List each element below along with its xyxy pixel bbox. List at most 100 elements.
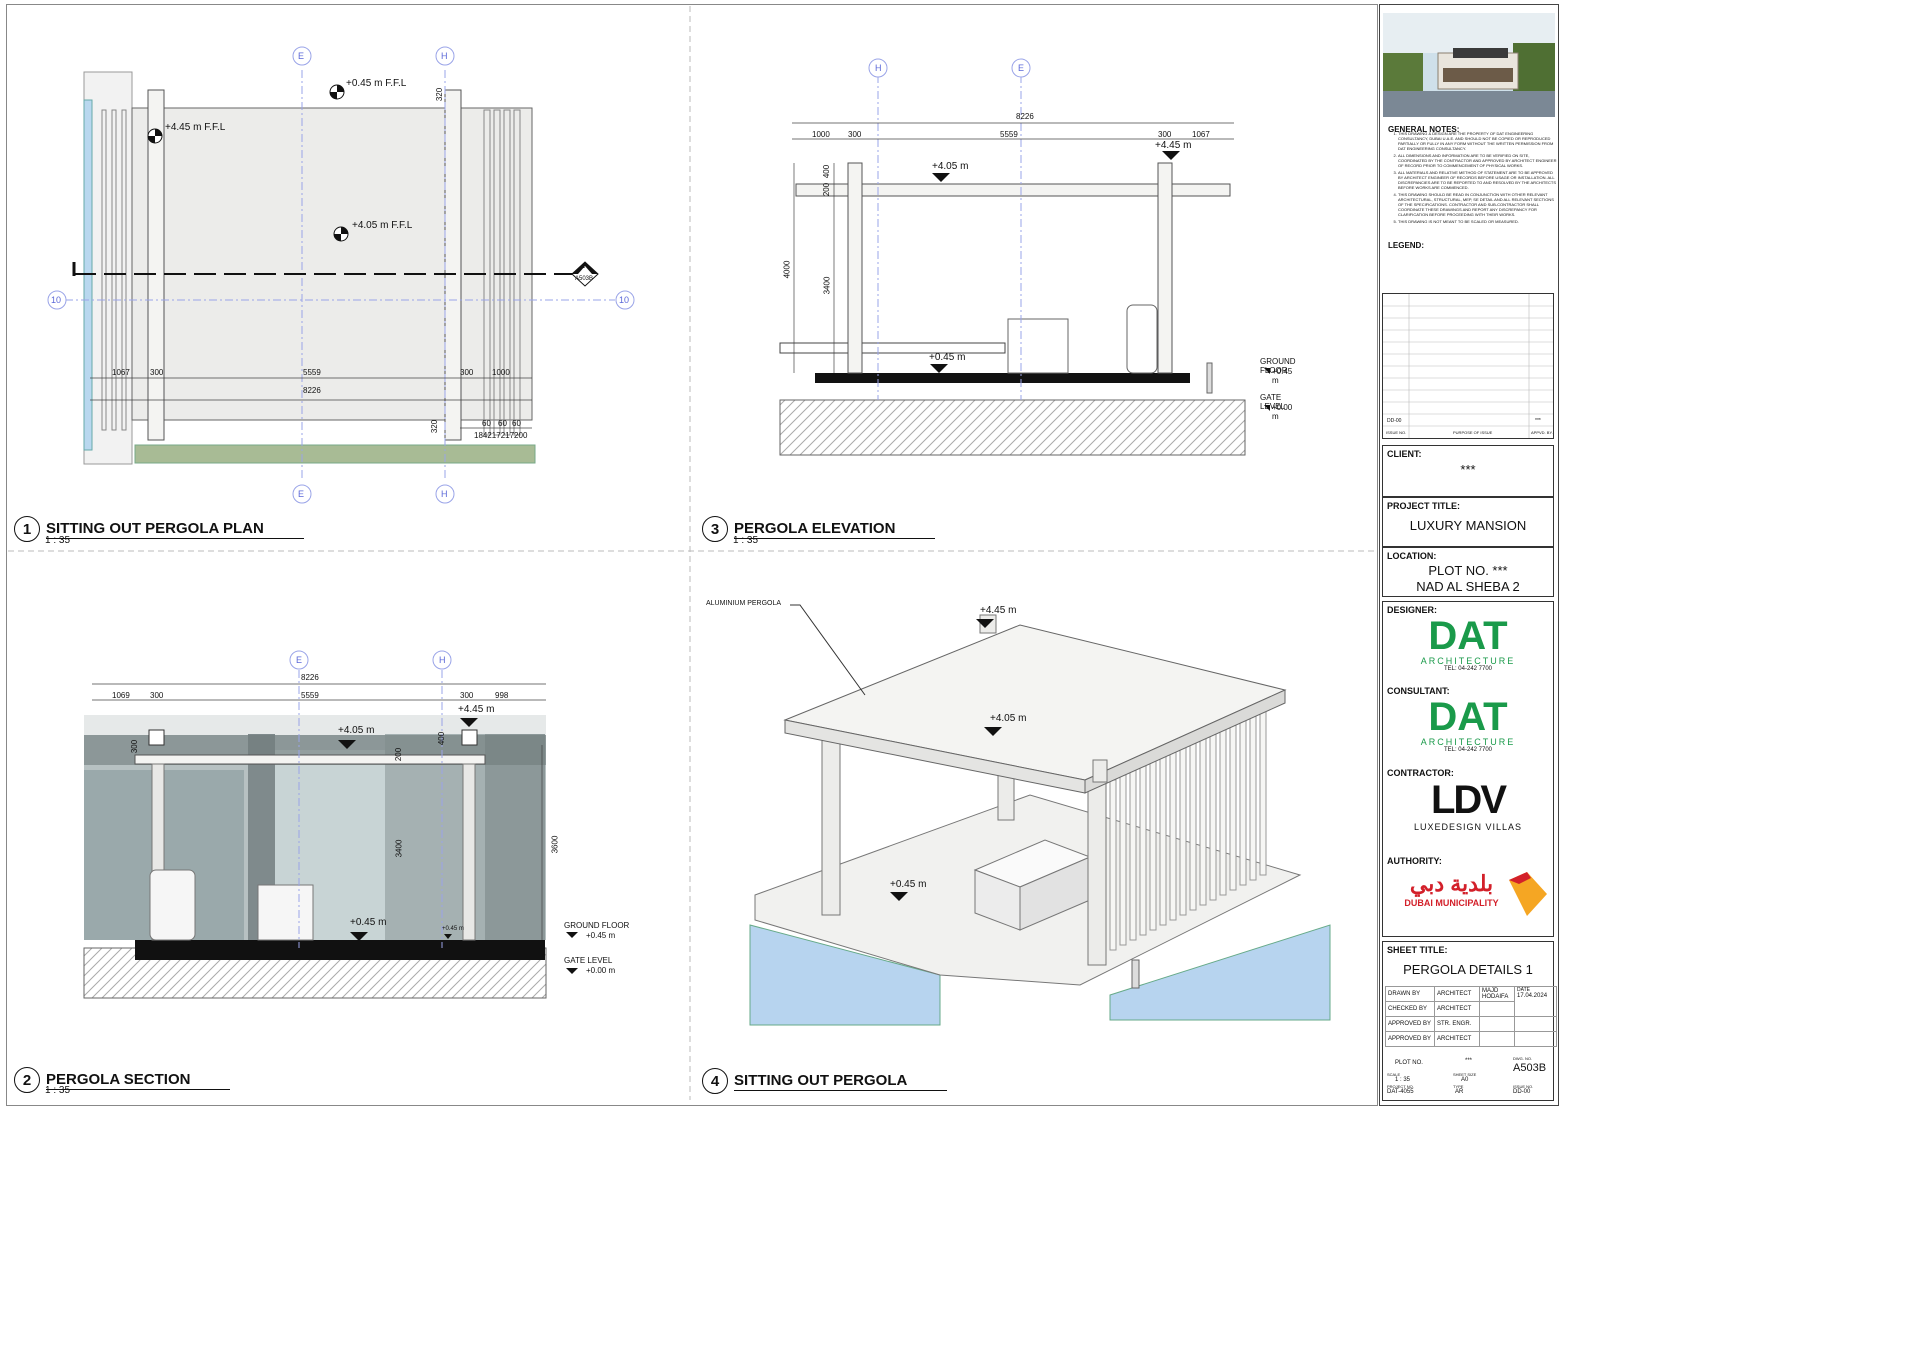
title-block: GENERAL NOTES: THIS DRAWING & DESIGN ARE… xyxy=(1379,4,1559,1106)
sheet-size-label: SHEET SIZE xyxy=(1453,1072,1477,1077)
sheet-dividers xyxy=(8,6,1374,1100)
sheet-title-value: PERGOLA DETAILS 1 xyxy=(1403,962,1533,977)
plan-grid-label: E xyxy=(298,51,305,61)
section-dim: 200 xyxy=(394,747,404,762)
location-line-1: PLOT NO. *** xyxy=(1428,563,1508,578)
plan-grid-bubble xyxy=(47,46,635,504)
section-dim: 300 xyxy=(130,739,140,754)
view-scale: 1 : 35 xyxy=(733,535,759,546)
plan-dim: 320 xyxy=(430,419,440,434)
view-number: 1 xyxy=(14,516,40,542)
plan-dim: 8226 xyxy=(303,386,321,395)
section-bench xyxy=(257,884,314,941)
plan-grid-label: E xyxy=(298,489,305,499)
plan-dim: 320 xyxy=(435,87,445,102)
section-dim: 3400 xyxy=(394,839,404,858)
view-title-2: 2 PERGOLA SECTION xyxy=(14,1067,231,1093)
axon-pool-left xyxy=(749,924,941,1026)
section-drawing xyxy=(83,650,578,999)
general-note: THIS DRAWING SHOULD BE READ IN CONJUNCTI… xyxy=(1398,192,1558,217)
view-name: SITTING OUT PERGOLA PLAN xyxy=(46,520,304,539)
axon-pool-right xyxy=(1109,924,1331,1021)
authority-label: AUTHORITY: xyxy=(1387,856,1442,866)
section-ground-floor: GROUND FLOOR xyxy=(564,921,630,930)
plan-dim: 5559 xyxy=(303,368,321,377)
sheet-info-box: SHEET TITLE: PERGOLA DETAILS 1 DRAWN BY … xyxy=(1382,941,1557,1101)
plan-deck xyxy=(131,107,533,421)
section-dim: 300 xyxy=(460,691,474,700)
section-level-label: +0.45 m xyxy=(350,917,387,928)
elevation-chair xyxy=(1126,304,1158,374)
contractor-label: CONTRACTOR: xyxy=(1387,768,1454,778)
designer-logo: DAT ARCHITECTURE TEL: 04-242 7700 xyxy=(1383,616,1553,672)
location-line-2: NAD AL SHEBA 2 xyxy=(1416,579,1520,594)
plan-dim: 60 xyxy=(482,419,491,428)
location-label: LOCATION: xyxy=(1387,551,1437,561)
elevation-dim: 300 xyxy=(848,130,862,139)
elevation-dim: 8226 xyxy=(1016,112,1034,121)
view-title-1: 1 SITTING OUT PERGOLA PLAN xyxy=(14,516,304,542)
axon-level-label: +4.05 m xyxy=(990,713,1027,724)
scale-label: SCALE xyxy=(1387,1072,1401,1077)
elevation-grid-label: H xyxy=(875,63,882,73)
plan-dim: 1000 xyxy=(492,368,510,377)
axon-labels: ALUMINIUM PERGOLA +4.45 m +4.05 m +0.45 … xyxy=(700,595,1340,1035)
drawing-frame xyxy=(6,4,1378,1106)
sig-who: ARCHITECT xyxy=(1434,1031,1480,1047)
elevation-dim: 1067 xyxy=(1192,130,1210,139)
parties-box: DESIGNER: DAT ARCHITECTURE TEL: 04-242 7… xyxy=(1382,601,1554,937)
view-number: 3 xyxy=(702,516,728,542)
general-note: THIS DRAWING IS NOT MEANT TO BE SCALED O… xyxy=(1398,219,1558,224)
ldv-logo-text: LDV xyxy=(1431,778,1507,822)
client-value: *** xyxy=(1460,462,1476,477)
section-grid-label: H xyxy=(439,655,446,665)
elevation-dim: 400 xyxy=(822,164,832,179)
elevation-level-triangle xyxy=(930,151,1270,411)
elevation-deck-slab xyxy=(815,373,1190,383)
date-label: DATE xyxy=(1517,987,1530,993)
section-grid-bubble xyxy=(289,650,452,670)
plan-section-tag-num: 2 xyxy=(582,264,586,270)
sig-who: STR. ENGR. xyxy=(1434,1016,1480,1032)
sig-name xyxy=(1479,1016,1515,1032)
section-dimensions xyxy=(92,683,546,940)
section-level-label: +4.45 m xyxy=(458,704,495,715)
sheet-size-value: A0 xyxy=(1461,1077,1469,1083)
section-level-label: +4.05 m xyxy=(338,725,375,736)
plan-grid-label: 10 xyxy=(51,295,62,305)
plan-section-tag-sheet: A503B xyxy=(575,276,594,282)
elevation-dim: 3400 xyxy=(822,276,832,295)
sig-role: APPROVED BY xyxy=(1385,1016,1435,1032)
project-render-image xyxy=(1383,13,1555,117)
legend-title: LEGEND: xyxy=(1388,241,1424,250)
sig-role: DRAWN BY xyxy=(1385,986,1435,1002)
elevation-dim: 4000 xyxy=(782,260,792,279)
elevation-bollard xyxy=(1206,362,1213,394)
view-number: 2 xyxy=(14,1067,40,1093)
project-value: LUXURY MANSION xyxy=(1409,518,1527,533)
section-beam xyxy=(134,754,486,765)
dat-tel: TEL: 04-242 7700 xyxy=(1443,666,1493,672)
plan-dim: 1067 xyxy=(112,368,130,377)
client-box: CLIENT: *** xyxy=(1382,445,1554,497)
elevation-grid-bubble xyxy=(868,58,1031,78)
project-label: PROJECT TITLE: xyxy=(1387,501,1461,511)
type-label: TYPE xyxy=(1453,1084,1464,1089)
section-post-right xyxy=(462,763,476,941)
scale-value: 1 : 35 xyxy=(1395,1077,1411,1083)
plan-louvres xyxy=(101,109,521,436)
elevation-post-left xyxy=(847,162,863,374)
elevation-dimensions xyxy=(792,122,1234,373)
plan-beam-left xyxy=(147,89,165,441)
section-gate-level: GATE LEVEL xyxy=(564,956,613,965)
elevation-gate-level: GATE LEVEL xyxy=(1260,393,1285,411)
signature-table: DRAWN BY ARCHITECT MAJD HODAIFA DATE 17.… xyxy=(1385,986,1557,1047)
plan-level-label: +4.05 m F.F.L xyxy=(352,220,413,231)
issue-header: PURPOSE OF ISSUE xyxy=(1453,430,1493,435)
general-notes-title: GENERAL NOTES: xyxy=(1388,125,1460,134)
general-note: ALL MATERIALS AND RELATIVE METHOD OF STA… xyxy=(1398,170,1558,190)
signature-row: APPROVED BY STR. ENGR. xyxy=(1385,1016,1557,1032)
type-value: AR xyxy=(1455,1089,1464,1095)
view-scale: 1 : 35 xyxy=(45,535,71,546)
section-dim: 8226 xyxy=(301,673,319,682)
